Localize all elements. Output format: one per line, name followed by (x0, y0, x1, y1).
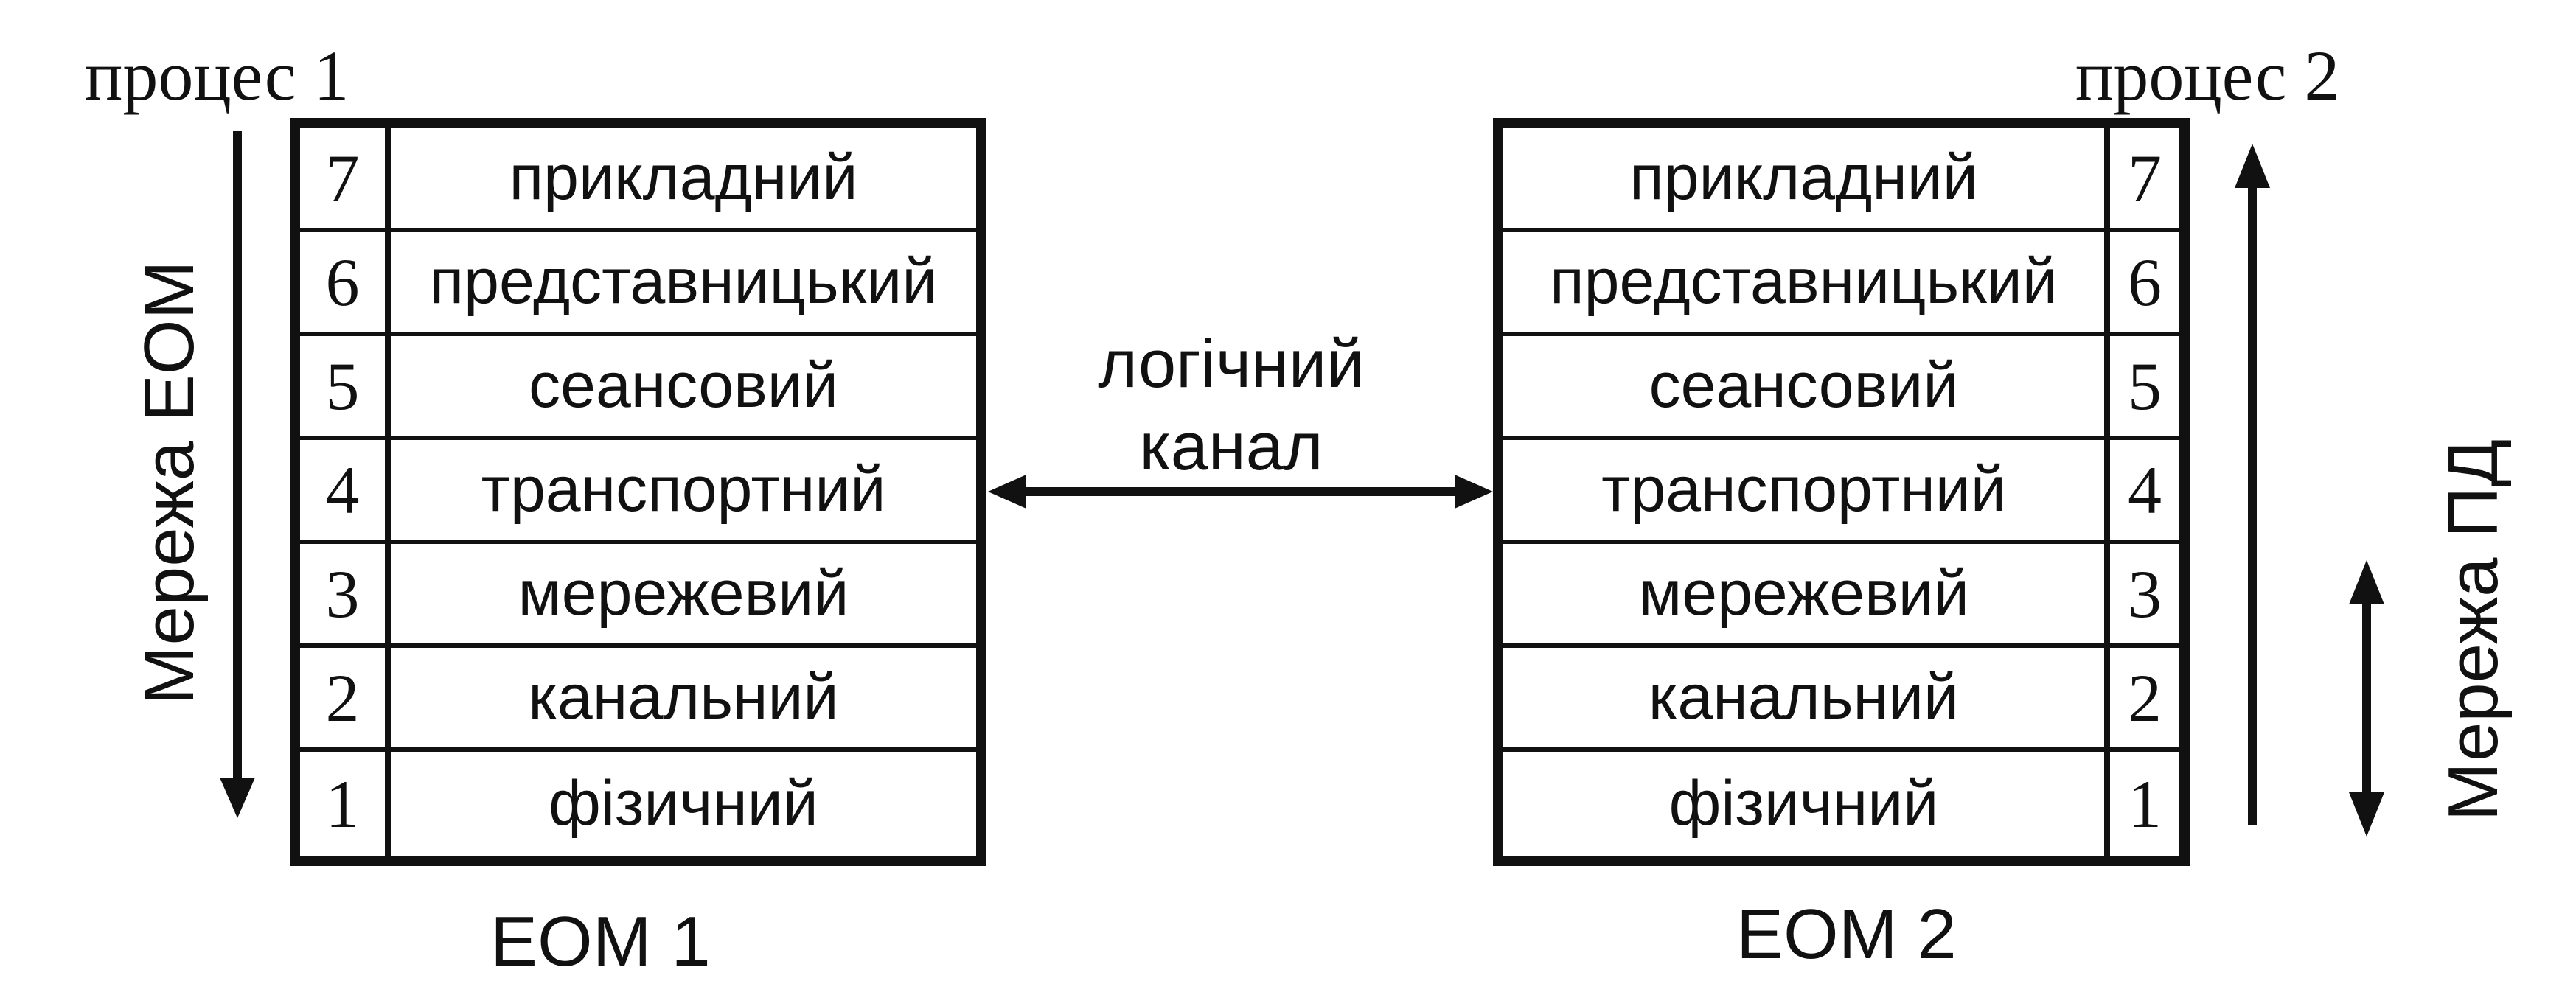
logical-channel-line-1: логічний (1098, 327, 1365, 402)
layer-number: 5 (325, 348, 360, 424)
logical-channel-label: логічний канал (1058, 323, 1404, 488)
layer-name: представницький (1550, 246, 2058, 317)
layer-row: 2 канальний (300, 648, 976, 752)
layer-name: канальний (528, 662, 839, 733)
layer-number: 5 (2128, 348, 2162, 424)
number-column-divider (385, 128, 391, 856)
layer-name: сеансовий (529, 350, 838, 421)
layer-row: 3 мережевий (300, 544, 976, 648)
layer-number: 2 (325, 660, 360, 736)
layer-number: 7 (2128, 140, 2162, 216)
layer-number: 1 (325, 766, 360, 842)
layer-row: 4 транспортний (300, 440, 976, 544)
layer-name: прикладний (509, 142, 858, 213)
layer-row: 5 сеансовий (1503, 336, 2179, 440)
layer-name: представницький (429, 246, 938, 317)
layer-number: 4 (325, 452, 360, 528)
vertical-double-arrow-icon (2349, 560, 2384, 837)
layer-name: фізичний (1668, 768, 1939, 839)
layer-name: канальний (1648, 662, 1960, 733)
down-arrow-icon (220, 131, 255, 818)
layer-name: сеансовий (1649, 350, 1959, 421)
layer-number: 4 (2128, 452, 2162, 528)
eom-2-label: ЕОМ 2 (1736, 895, 1957, 974)
number-column-divider (2104, 128, 2110, 856)
eom-1-layer-stack: 7 прикладний 6 представницький 5 сеансовий 4 тр… (290, 118, 986, 866)
layer-name: мережевий (518, 558, 849, 629)
layer-row: 6 представницький (1503, 232, 2179, 336)
layer-number: 2 (2128, 660, 2162, 736)
layer-number: 1 (2128, 766, 2162, 842)
eom-2-layer-stack: 7 прикладний 6 представницький 5 сеансовий 4 тр… (1493, 118, 2190, 866)
layer-number: 6 (325, 244, 360, 320)
layer-name: прикладний (1629, 142, 1978, 213)
layer-row: 5 сеансовий (300, 336, 976, 440)
process-1-label: процес 1 (85, 36, 349, 115)
layer-name: транспортний (1601, 454, 2006, 525)
layer-number: 7 (325, 140, 360, 216)
layer-number: 3 (2128, 556, 2162, 632)
layer-row: 1 фізичний (300, 752, 976, 856)
layer-name: фізичний (549, 768, 818, 839)
up-arrow-icon (2235, 144, 2270, 825)
layer-number: 3 (325, 556, 360, 632)
process-2-label: процес 2 (2075, 36, 2340, 115)
layer-name: мережевий (1638, 558, 1969, 629)
layer-row: 2 канальний (1503, 648, 2179, 752)
layer-row: 6 представницький (300, 232, 976, 336)
layer-row: 7 прикладний (300, 128, 976, 232)
logical-channel-arrow-icon (988, 475, 1493, 509)
layer-name: транспортний (481, 454, 886, 525)
layer-row: 4 транспортний (1503, 440, 2179, 544)
layer-row: 1 фізичний (1503, 752, 2179, 856)
logical-channel-line-2: канал (1139, 409, 1323, 485)
layer-number: 6 (2128, 244, 2162, 320)
layer-row: 3 мережевий (1503, 544, 2179, 648)
layer-row: 7 прикладний (1503, 128, 2179, 232)
